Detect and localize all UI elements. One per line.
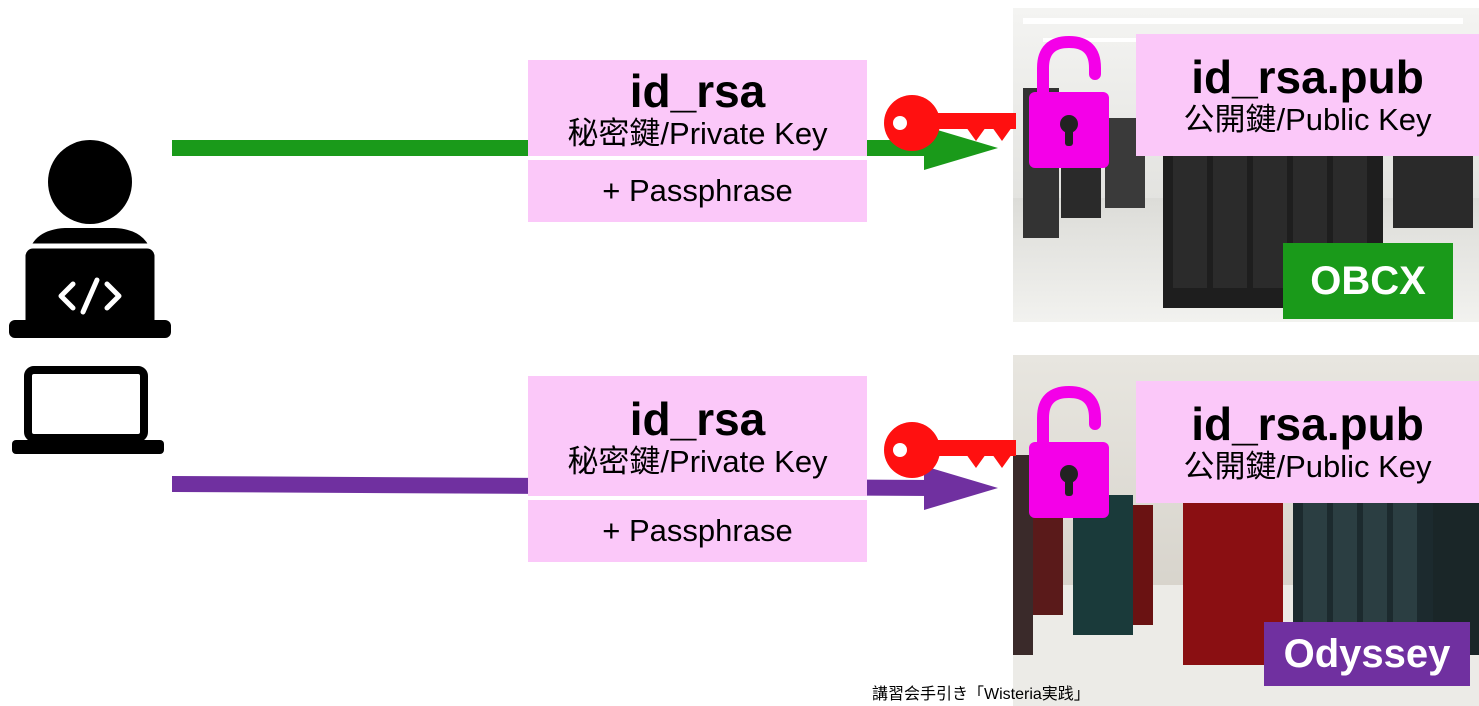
user-with-laptop-icon [9,140,171,338]
private-key-description: 秘密鍵/Private Key [567,444,828,479]
server-name: Odyssey [1283,632,1451,676]
private-key-box: id_rsa 秘密鍵/Private Key [528,376,867,496]
passphrase-label: + Passphrase [602,173,793,208]
public-key-filename: id_rsa.pub [1191,51,1424,103]
passphrase-box: + Passphrase [528,500,867,562]
laptop-icon [12,366,164,454]
open-padlock-icon [1029,385,1109,518]
public-key-description: 公開鍵/Public Key [1183,102,1432,137]
public-key-description: 公開鍵/Public Key [1183,449,1432,484]
key-icon [884,95,1016,151]
public-key-box: id_rsa.pub 公開鍵/Public Key [1136,34,1479,156]
footer-caption: 講習会手引き「Wisteria実践」 [872,686,1090,703]
server-name-badge-obcx: OBCX [1283,243,1453,319]
private-key-filename: id_rsa [629,65,766,117]
passphrase-label: + Passphrase [602,513,793,548]
key-icon [884,422,1016,478]
private-key-description: 秘密鍵/Private Key [567,116,828,151]
server-name-badge-odyssey: Odyssey [1264,622,1470,686]
private-key-filename: id_rsa [629,393,766,445]
passphrase-box: + Passphrase [528,160,867,222]
public-key-box: id_rsa.pub 公開鍵/Public Key [1136,381,1479,503]
open-padlock-icon [1029,35,1109,168]
private-key-box: id_rsa 秘密鍵/Private Key [528,60,867,156]
public-key-filename: id_rsa.pub [1191,398,1424,450]
server-name: OBCX [1310,259,1426,303]
